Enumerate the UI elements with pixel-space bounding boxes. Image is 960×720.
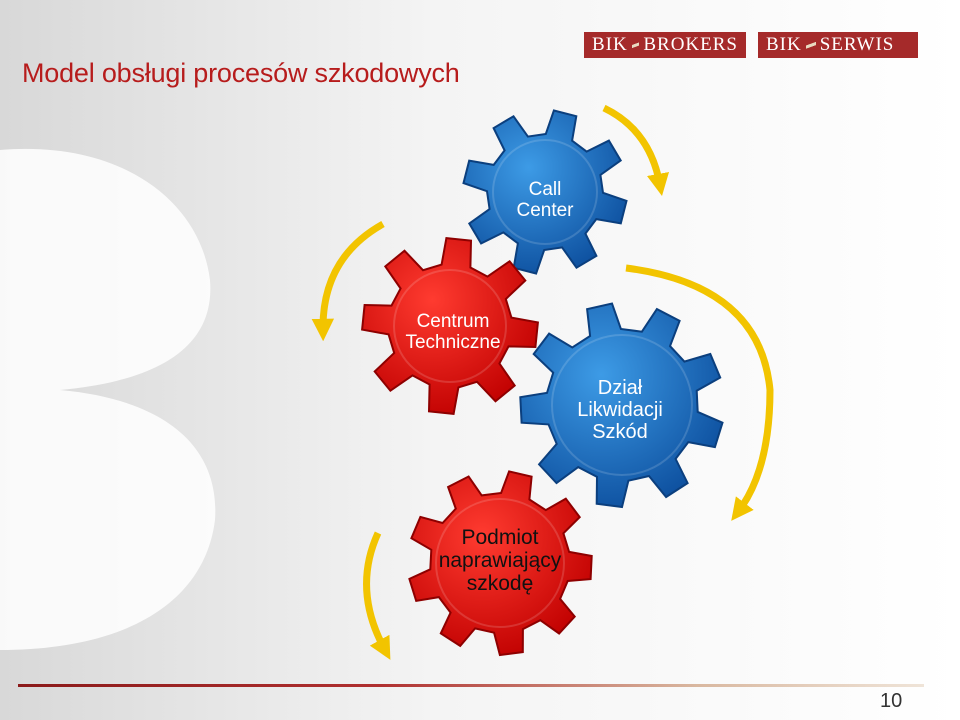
footer-divider: [18, 684, 924, 687]
bik-brokers-logo: BIK BROKERS: [584, 32, 746, 58]
cycle-arrow-top-right: [602, 104, 670, 197]
gear-label-line: Likwidacji: [577, 399, 663, 421]
slide-title: Model obsługi procesów szkodowych: [22, 58, 460, 88]
page-number: 10: [880, 690, 903, 712]
bik-serwis-logo: BIK SERWIS: [758, 32, 918, 58]
gear-label-line: Szkód: [592, 421, 648, 443]
gear-shape: [519, 302, 724, 509]
gear-label-line: Call: [528, 179, 562, 200]
cycle-arrow-left-upper: [311, 220, 385, 342]
gear-inner-ring: [492, 139, 598, 245]
gear-inner-ring: [551, 334, 693, 476]
logo-bik-text: BIK: [766, 34, 802, 55]
cycle-arrow-right-large: [625, 264, 774, 521]
logo-separator-icon: [631, 32, 640, 58]
gear-label-dzial-likwidacji: Dział Likwidacji Szkód: [555, 377, 685, 443]
gear-dzial-likwidacji-szkod: [519, 302, 724, 509]
gear-label-line: Center: [516, 199, 574, 221]
cycle-arrow-left-lower: [363, 531, 391, 660]
gear-label-line: Dział: [597, 377, 643, 399]
gear-shape: [462, 109, 628, 275]
gear-label-line: szkodę: [466, 572, 534, 596]
gear-shape: [408, 470, 593, 657]
decorative-b-shape: [0, 148, 216, 651]
gear-label-line: Podmiot: [461, 526, 539, 549]
gear-label-line: Centrum: [416, 311, 490, 332]
gear-label-line: Techniczne: [405, 331, 501, 353]
logo-serwis-text: SERWIS: [819, 34, 895, 55]
logo-separator-icon: [805, 32, 816, 58]
gear-label-podmiot: Podmiot naprawiający szkodę: [420, 526, 580, 595]
gear-podmiot-naprawiajacy: [408, 470, 593, 657]
gear-inner-ring: [393, 269, 507, 383]
gear-inner-ring: [435, 498, 565, 628]
gear-call-center: [462, 109, 628, 275]
gear-label-call-center: Call Center: [490, 179, 600, 222]
logo-brokers-text: BROKERS: [643, 34, 738, 55]
gear-centrum-techniczne: [361, 237, 539, 415]
logo-bik-text: BIK: [592, 34, 628, 55]
gear-shape: [361, 237, 539, 415]
gear-label-centrum-techniczne: Centrum Techniczne: [388, 311, 518, 354]
gear-label-line: naprawiający: [438, 549, 562, 573]
